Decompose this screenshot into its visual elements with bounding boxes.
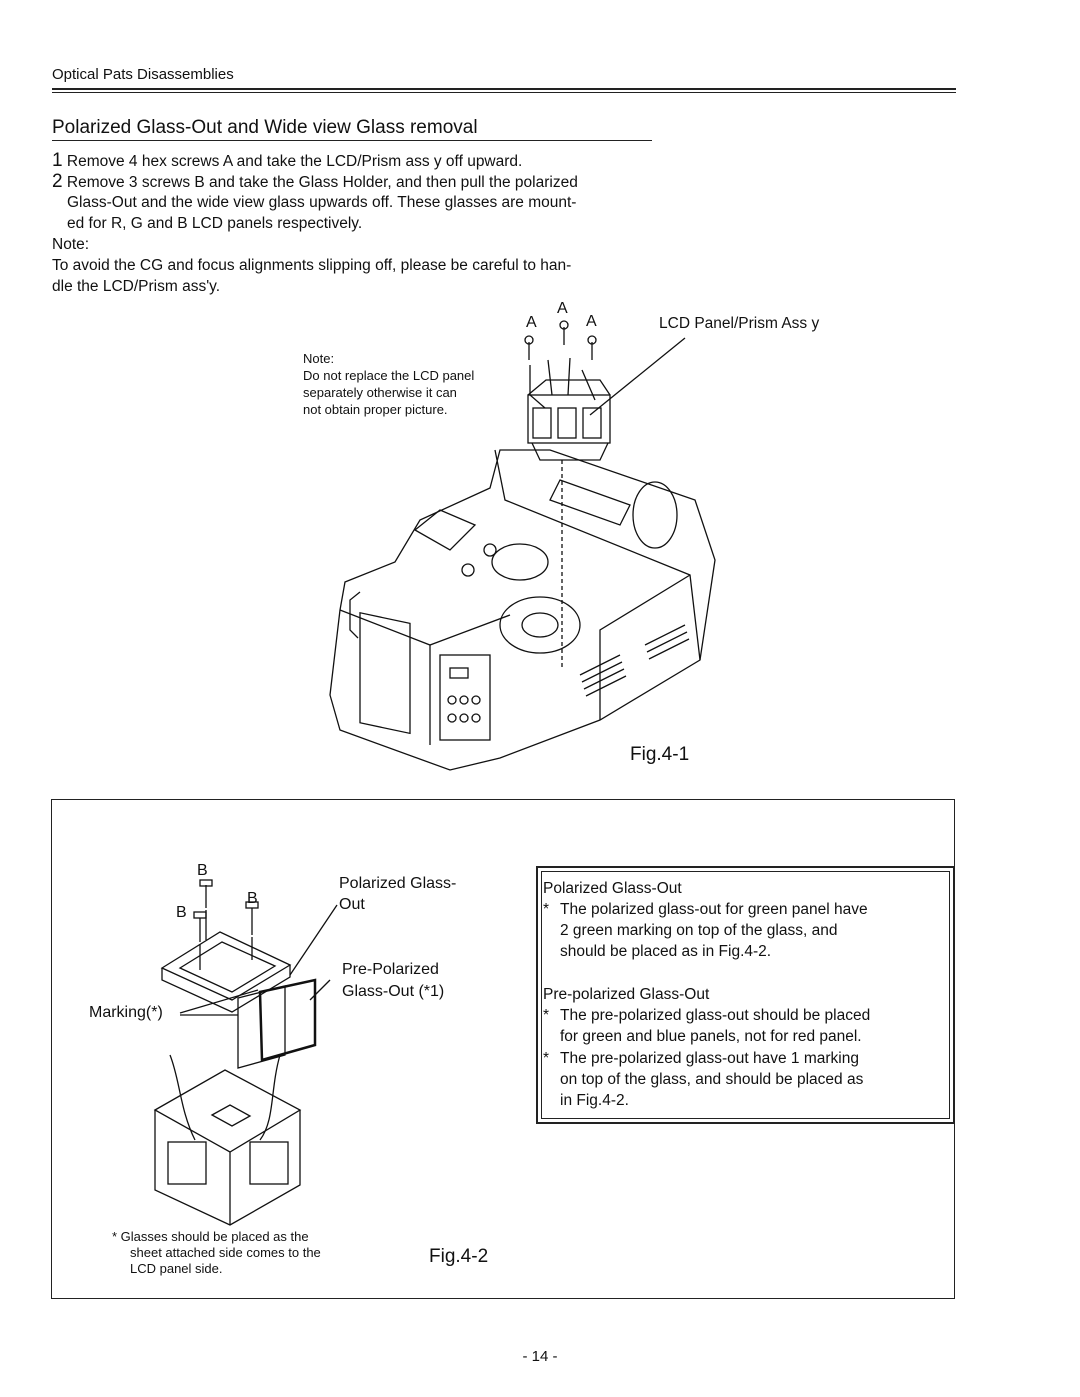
step-2: 2 Remove 3 screws B and take the Glass H…	[52, 171, 578, 193]
footnote: * Glasses should be placed as the	[112, 1229, 309, 1244]
step-number: 2	[52, 171, 63, 192]
step-text: ed for R, G and B LCD panels respectivel…	[67, 215, 363, 232]
section-title: Optical Pats Disassemblies	[52, 66, 234, 83]
screw-icon	[199, 879, 213, 908]
bullet-mark: *	[543, 1007, 550, 1024]
prepolarized-label: Glass-Out (*1)	[342, 983, 445, 1000]
polarized-glass-label: Out	[339, 896, 365, 913]
polarized-glass-label: Polarized Glass-	[339, 875, 457, 892]
screw-icon	[524, 335, 534, 360]
callout-text: 2 green marking on top of the glass, and	[560, 922, 838, 939]
step-text: Glass-Out and the wide view glass upward…	[67, 194, 577, 211]
marking-label: Marking(*)	[89, 1004, 163, 1021]
fig1-note-label: Note:	[303, 351, 335, 366]
bullet-mark: *	[543, 1050, 550, 1067]
note-text: dle the LCD/Prism ass'y.	[52, 278, 221, 295]
callout-heading: Polarized Glass-Out	[543, 880, 682, 897]
callout-text: in Fig.4-2.	[560, 1092, 629, 1109]
callout-text: on top of the glass, and should be place…	[560, 1071, 864, 1088]
footnote: LCD panel side.	[130, 1261, 223, 1276]
screw-icon	[559, 320, 569, 345]
header-rule-thin	[52, 92, 956, 93]
screw-b-label: B	[176, 904, 187, 921]
screw-icon	[193, 911, 207, 942]
fig-4-2-label: Fig.4-2	[429, 1246, 489, 1267]
bullet-mark: *	[543, 901, 550, 918]
step-text: Remove 4 hex screws A and take the LCD/P…	[66, 153, 523, 170]
note-text: To avoid the CG and focus alignments sli…	[52, 257, 572, 274]
footnote: sheet attached side comes to the	[130, 1245, 321, 1260]
screw-a-label: A	[586, 313, 597, 330]
callout-heading: Pre-polarized Glass-Out	[543, 986, 710, 1003]
glass-holder	[160, 910, 292, 1013]
screw-icon	[587, 335, 597, 360]
page-number: - 14 -	[522, 1348, 558, 1365]
screw-icon	[245, 901, 259, 935]
control-panel	[439, 654, 491, 741]
lcd-prism-assembly	[527, 357, 611, 670]
fig1-note-text: not obtain proper picture.	[303, 402, 448, 417]
step-number: 1	[52, 150, 63, 171]
info-callout	[536, 866, 955, 1124]
fig1-note-text: separately otherwise it can	[303, 385, 457, 400]
callout-text: The pre-polarized glass-out have 1 marki…	[560, 1050, 859, 1067]
header-rule	[52, 88, 956, 90]
step-text: Remove 3 screws B and take the Glass Hol…	[66, 174, 578, 191]
screw-a-label: A	[526, 314, 537, 331]
fig1-note-text: Do not replace the LCD panel	[303, 368, 475, 383]
screw-a-label: A	[557, 300, 568, 317]
screw-b-label: B	[197, 862, 208, 879]
pre-polarized-glass	[237, 978, 317, 1069]
fig-4-1-label: Fig.4-1	[630, 744, 690, 765]
prism-assembly	[153, 1054, 302, 1226]
callout-text: The polarized glass-out for green panel …	[560, 901, 868, 918]
callout-text: The pre-polarized glass-out should be pl…	[560, 1007, 871, 1024]
heading-underline	[52, 140, 652, 141]
lcd-prism-label: LCD Panel/Prism Ass y	[659, 315, 820, 332]
projector-body	[329, 449, 716, 771]
projector-illustration	[329, 320, 716, 771]
prepolarized-label: Pre-Polarized	[342, 961, 439, 978]
callout-text: for green and blue panels, not for red p…	[560, 1028, 862, 1045]
page-heading: Polarized Glass-Out and Wide view Glass …	[52, 117, 478, 138]
screw-b-label: B	[247, 890, 258, 907]
step-1: 1 Remove 4 hex screws A and take the LCD…	[52, 150, 522, 172]
note-label: Note:	[52, 236, 90, 253]
glass-holder-illustration	[153, 879, 338, 1226]
callout-text: should be placed as in Fig.4-2.	[560, 943, 772, 960]
vent-grille	[579, 624, 690, 697]
